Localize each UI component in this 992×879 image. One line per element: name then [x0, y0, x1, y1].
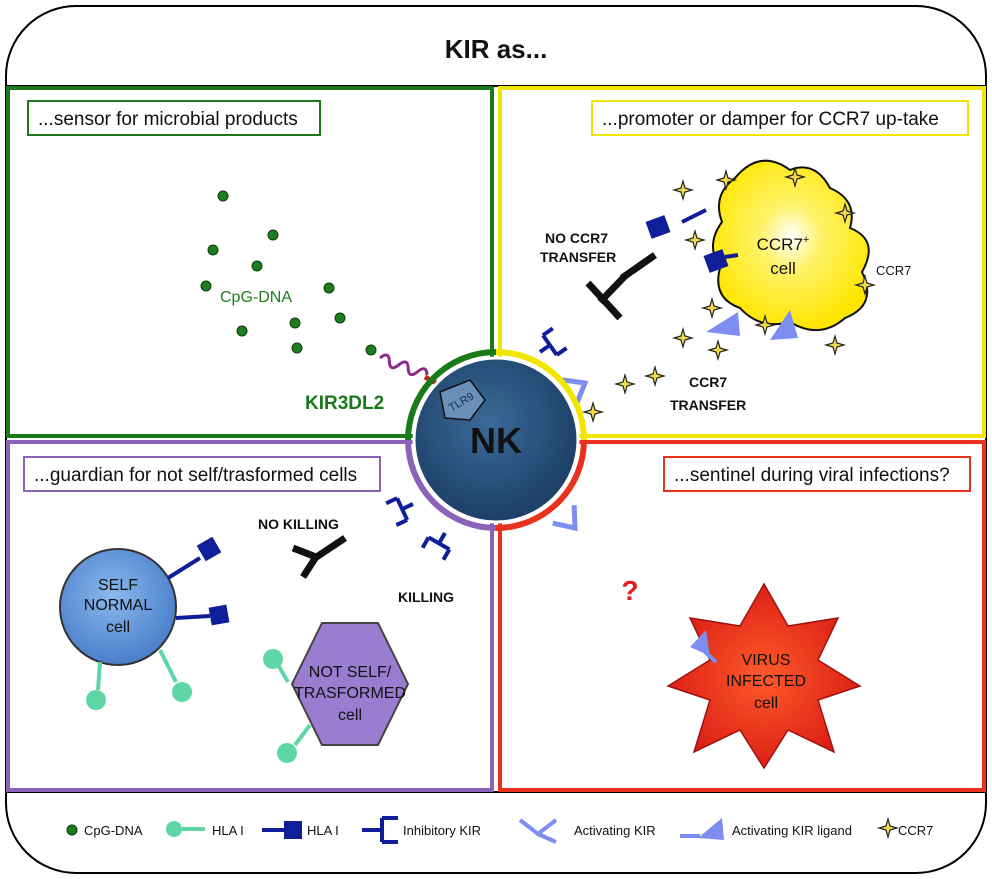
ccr7-transfer-1: CCR7 — [689, 374, 727, 390]
killing-block-symbol — [291, 535, 347, 579]
self-cell-label-3: cell — [106, 619, 130, 636]
hla-square-ccr7 — [645, 208, 739, 273]
main-title: KIR as... — [445, 34, 548, 64]
not-self-cell — [290, 622, 410, 746]
legend-hla-square-icon — [284, 821, 302, 839]
panel-sensor-label: ...sensor for microbial products — [38, 109, 298, 130]
panel-sentinel — [498, 440, 986, 792]
self-normal-cell — [59, 548, 177, 666]
nk-label: NK — [470, 420, 522, 461]
panel-sentinel-label: ...sentinel during viral infections? — [674, 465, 950, 486]
no-killing-label: NO KILLING — [258, 516, 339, 532]
question-mark: ? — [621, 575, 638, 606]
legend-hla-square-label: HLA I — [307, 823, 339, 838]
self-cell-label-1: SELF — [98, 577, 138, 594]
ccr7-cell-label-1: CCR7+ — [757, 234, 810, 254]
killing-label: KILLING — [398, 589, 454, 605]
panel-promoter-label: ...promoter or damper for CCR7 up-take — [602, 109, 939, 130]
activating-ligand-virus — [690, 630, 718, 664]
legend-inhibitory-label: Inhibitory KIR — [403, 823, 481, 838]
legend: CpG-DNA HLA I HLA I Inhibitory KIR Activ… — [66, 816, 933, 844]
cpg-dna-label: CpG-DNA — [220, 289, 292, 306]
tlr9-receptor: TLR9 — [439, 379, 486, 421]
virus-label-1: VIRUS — [742, 652, 791, 669]
self-cell-label-2: NORMAL — [84, 597, 153, 614]
legend-hla-round-icon — [166, 821, 182, 837]
hla-round-self — [86, 649, 192, 710]
legend-ligand-icon — [698, 818, 724, 840]
cpg-dna-dots — [200, 190, 377, 356]
ccr7-cell-label-2: cell — [770, 259, 796, 278]
legend-ligand-label: Activating KIR ligand — [732, 823, 852, 838]
legend-activating-label: Activating KIR — [574, 823, 656, 838]
panel-guardian-label: ...guardian for not self/trasformed cell… — [34, 465, 357, 486]
no-ccr7-transfer-2: TRANSFER — [540, 249, 616, 265]
legend-activating-icon — [518, 818, 558, 844]
legend-cpg-icon — [66, 824, 78, 836]
virus-label-2: INFECTED — [726, 673, 806, 690]
ccr7-block-symbol — [585, 252, 658, 321]
activating-ligand-ccr7 — [706, 310, 798, 340]
no-ccr7-transfer-1: NO CCR7 — [545, 230, 608, 246]
panel-sensor — [6, 86, 494, 438]
ccr7-transfer-2: TRANSFER — [670, 397, 746, 413]
notself-label-1: NOT SELF/ — [309, 664, 392, 681]
hla-round-notself — [263, 649, 312, 763]
notself-label-2: TRASFORMED — [294, 685, 406, 702]
hla-square-self — [166, 536, 230, 626]
legend-ccr7-label: CCR7 — [898, 823, 933, 838]
ccr7-side-label: CCR7 — [876, 263, 911, 278]
kir3dl2-label: KIR3DL2 — [305, 393, 384, 414]
legend-hla-round-label: HLA I — [212, 823, 244, 838]
virus-label-3: cell — [754, 695, 778, 712]
legend-cpg-label: CpG-DNA — [84, 823, 143, 838]
notself-label-3: cell — [338, 707, 362, 724]
legend-inhibitory-icon — [362, 816, 398, 844]
